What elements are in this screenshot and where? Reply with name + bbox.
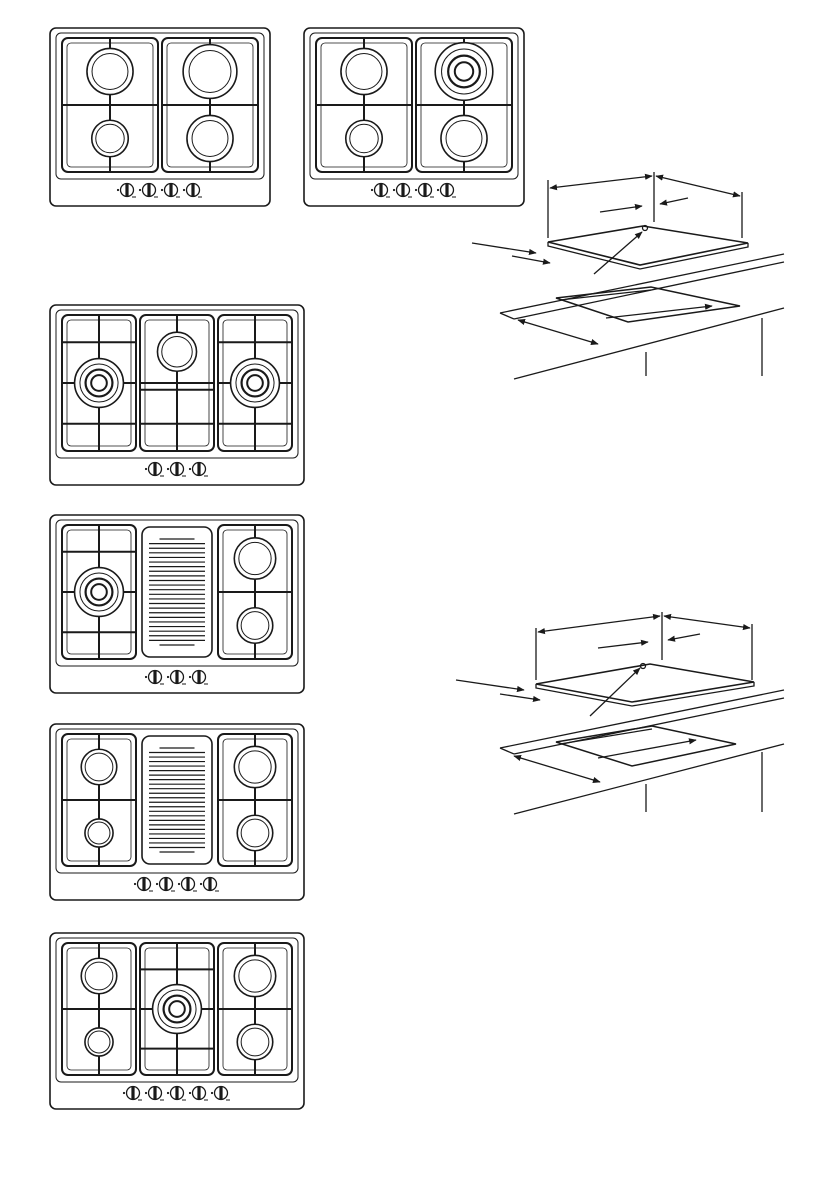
burner-icon bbox=[157, 332, 196, 371]
burner-icon bbox=[87, 48, 133, 94]
hob-4-burner-griddle bbox=[50, 724, 304, 900]
burner-icon bbox=[441, 115, 487, 161]
burner-icon bbox=[187, 115, 233, 161]
wok-burner-icon bbox=[75, 359, 124, 408]
griddle-icon bbox=[142, 527, 212, 657]
hob-3-burner-griddle bbox=[50, 515, 304, 693]
dimension-arrow-icon bbox=[550, 176, 652, 188]
burner-icon bbox=[81, 749, 117, 785]
burner-icon bbox=[81, 958, 117, 994]
hob-4-burner-b bbox=[304, 28, 524, 206]
burner-icon bbox=[237, 608, 273, 644]
burner-icon bbox=[346, 120, 382, 156]
burner-icon bbox=[234, 746, 275, 787]
burner-icon bbox=[85, 1028, 113, 1056]
burner-icon bbox=[183, 45, 237, 99]
burner-icon bbox=[341, 48, 387, 94]
griddle-icon bbox=[142, 736, 212, 864]
installation-diagram-lower bbox=[456, 612, 784, 814]
wok-burner-icon bbox=[75, 568, 124, 617]
burner-icon bbox=[237, 1024, 273, 1060]
hob-4-burner-a bbox=[50, 28, 270, 206]
burner-icon bbox=[234, 538, 275, 579]
burner-icon bbox=[237, 815, 273, 851]
burner-icon bbox=[92, 120, 128, 156]
burner-icon bbox=[85, 819, 113, 847]
wok-burner-icon bbox=[435, 43, 493, 101]
hob-5-burner bbox=[50, 933, 304, 1109]
wok-burner-icon bbox=[153, 985, 202, 1034]
wok-burner-icon bbox=[231, 359, 280, 408]
hob-3-burner bbox=[50, 305, 304, 485]
burner-icon bbox=[234, 955, 275, 996]
